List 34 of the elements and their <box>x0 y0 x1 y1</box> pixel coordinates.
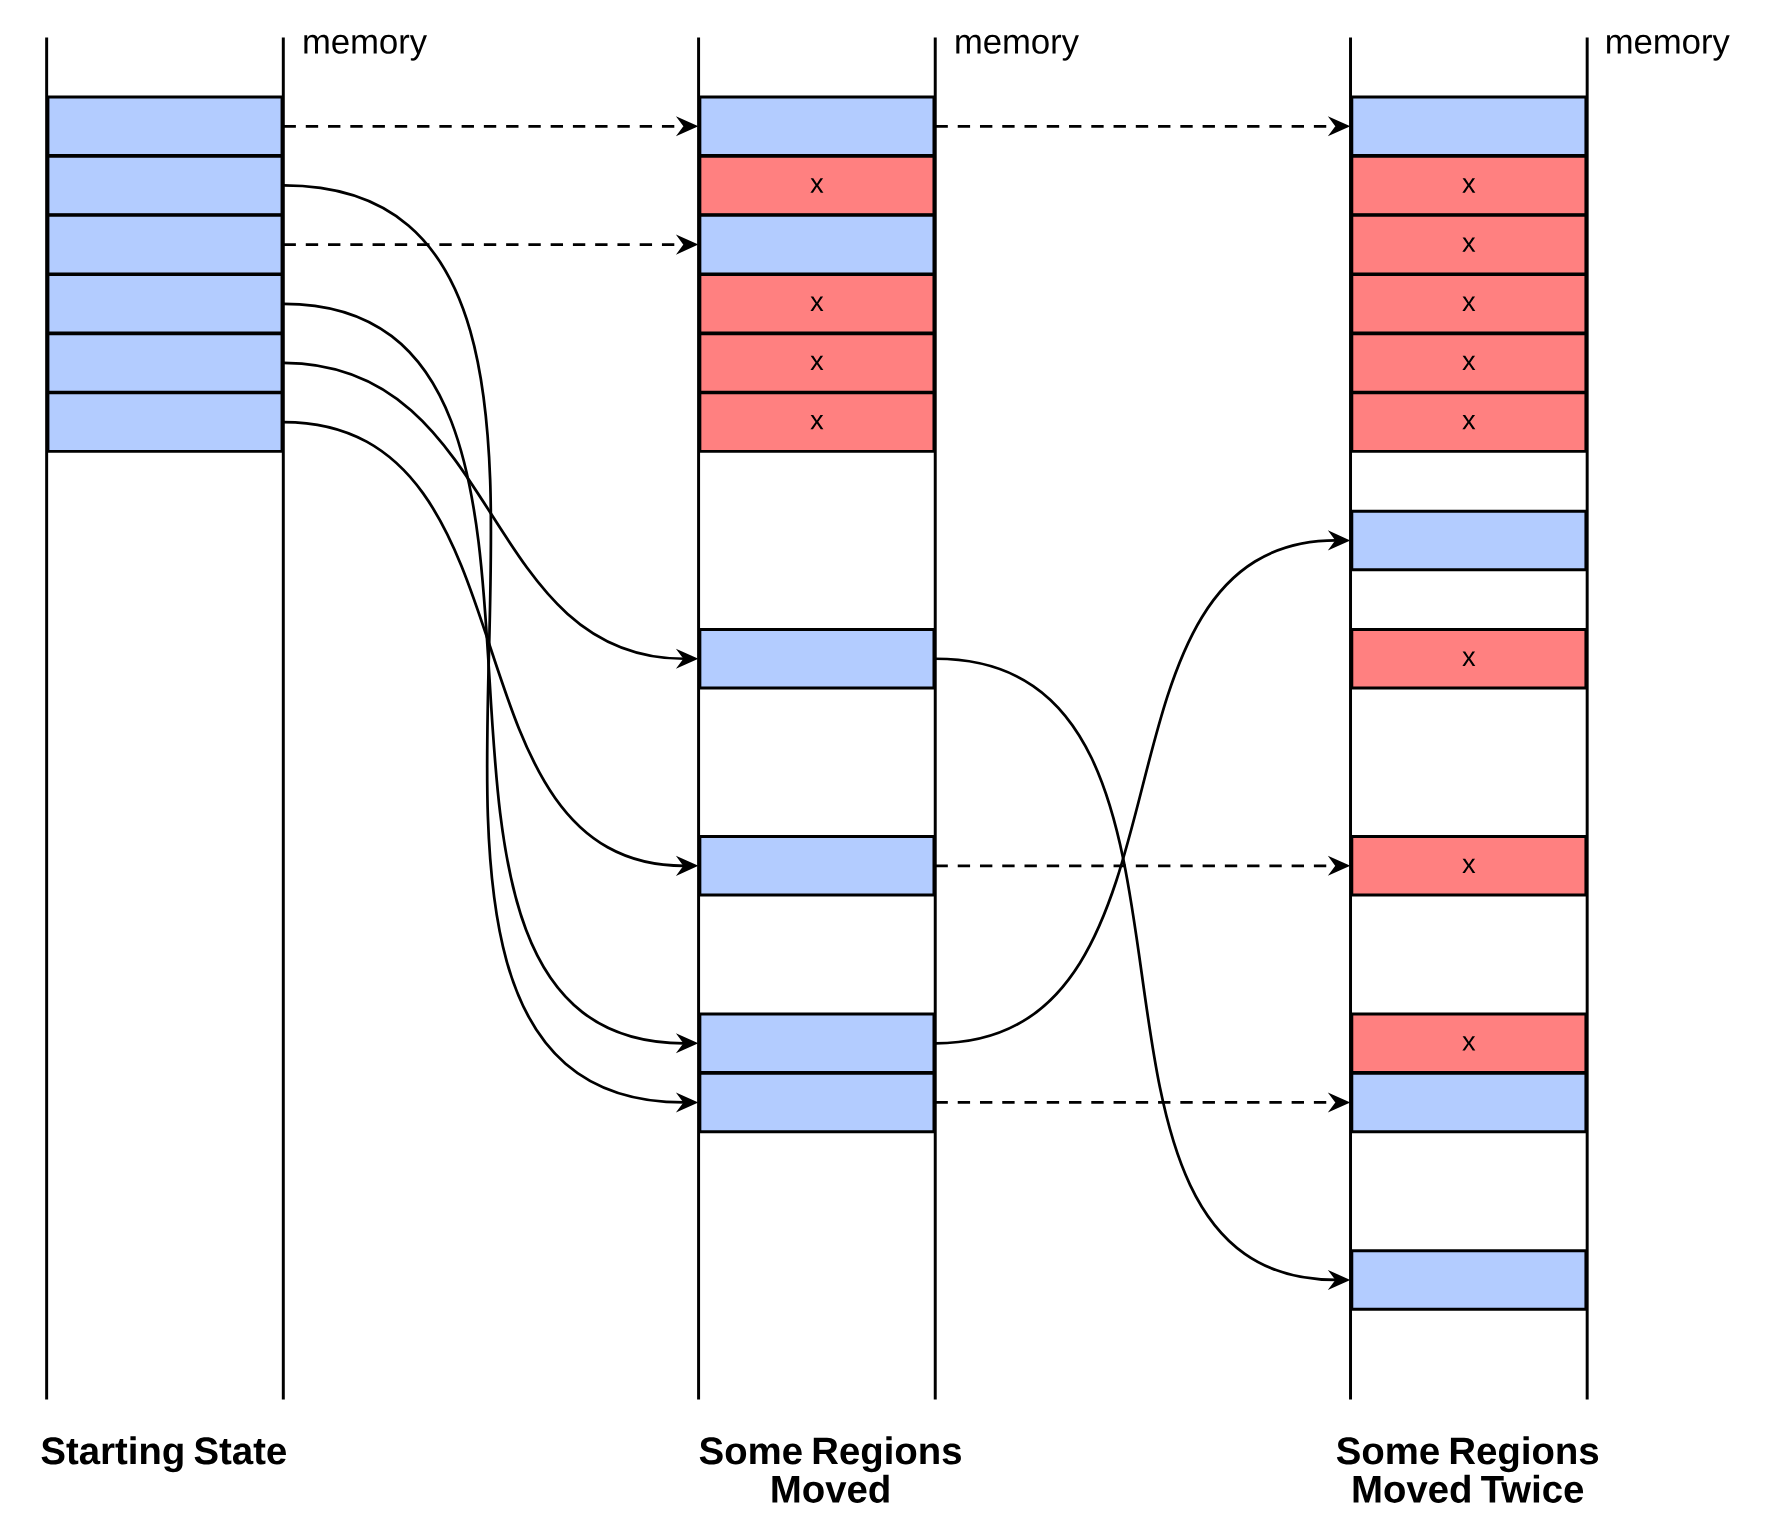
memory-label: memory <box>304 34 427 61</box>
memory-block: x <box>1350 1012 1588 1075</box>
memory-block: x <box>698 273 936 335</box>
memory-block <box>698 213 936 276</box>
memory-block <box>46 154 284 217</box>
memory-label: memory <box>956 34 1079 61</box>
memory-block <box>46 273 284 335</box>
memory-block <box>698 1012 936 1075</box>
memory-block: x <box>1350 273 1588 335</box>
memory-block <box>698 95 936 158</box>
memory-block <box>1350 95 1588 158</box>
memory-block <box>1350 509 1588 572</box>
memory-block: x <box>1350 332 1588 394</box>
column-title: Some Regions Moved <box>699 1436 961 1503</box>
memory-block: x <box>1350 835 1588 897</box>
column-title: Some Regions Moved Twice <box>1336 1436 1599 1503</box>
memory-block <box>698 1071 936 1134</box>
memory-block: x <box>698 391 936 453</box>
memory-block: x <box>698 332 936 394</box>
memory-block <box>1350 1249 1588 1311</box>
memory-block: x <box>1350 154 1588 217</box>
memory-block <box>1350 1071 1588 1134</box>
memory-block <box>46 95 284 158</box>
column-title: Starting State <box>41 1436 286 1473</box>
memory-block <box>698 628 936 690</box>
memory-label: memory <box>1607 34 1730 61</box>
memory-block <box>46 213 284 276</box>
memory-block <box>46 391 284 453</box>
memory-block <box>46 332 284 394</box>
memory-block: x <box>1350 213 1588 276</box>
memory-block: x <box>1350 628 1588 690</box>
memory-block <box>698 835 936 897</box>
memory-block: x <box>1350 391 1588 453</box>
memory-block: x <box>698 154 936 217</box>
